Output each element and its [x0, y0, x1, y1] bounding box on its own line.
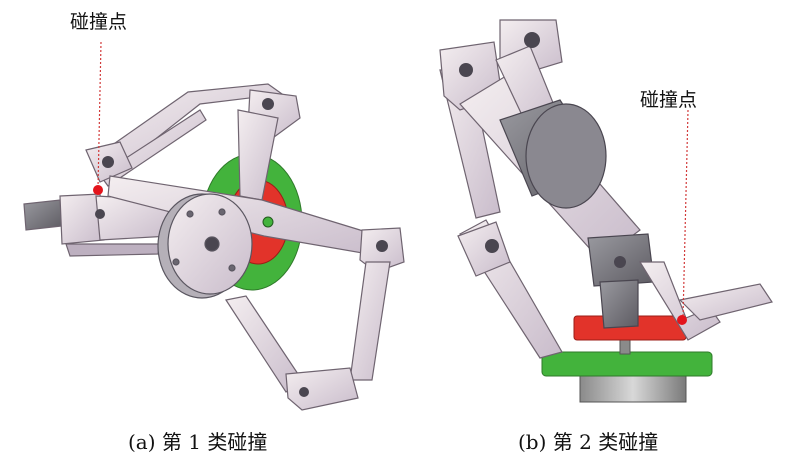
panel-a-leader-line: [97, 41, 102, 189]
panel-b-leader-line: [682, 109, 689, 319]
panel-a: 碰撞点 (a) 第 1 类碰撞: [23, 11, 405, 454]
panel-a-caption: (a) 第 1 类碰撞: [128, 430, 267, 454]
panel-b: 碰撞点 (b) 第 2 类碰撞: [439, 19, 773, 454]
panel-b-contact-point: [677, 315, 687, 325]
panel-b-base: [579, 371, 687, 403]
panel-a-left-gripper: [23, 193, 171, 257]
panel-b-left-links: [439, 69, 563, 359]
panel-b-annotation: 碰撞点: [640, 89, 697, 111]
panel-a-contact-point: [93, 185, 103, 195]
panel-a-upper-links: [85, 83, 301, 201]
panel-b-joint-holes: [459, 32, 626, 268]
panel-a-hub-disk: [157, 193, 253, 299]
panel-b-body: [499, 99, 607, 209]
panel-b-caption: (b) 第 2 类碰撞: [518, 430, 658, 454]
panel-a-annotation: 碰撞点: [70, 11, 127, 33]
panel-b-green-disk: [541, 351, 713, 377]
panel-a-joint-holes: [95, 98, 388, 397]
panel-a-green-marker: [262, 216, 274, 228]
